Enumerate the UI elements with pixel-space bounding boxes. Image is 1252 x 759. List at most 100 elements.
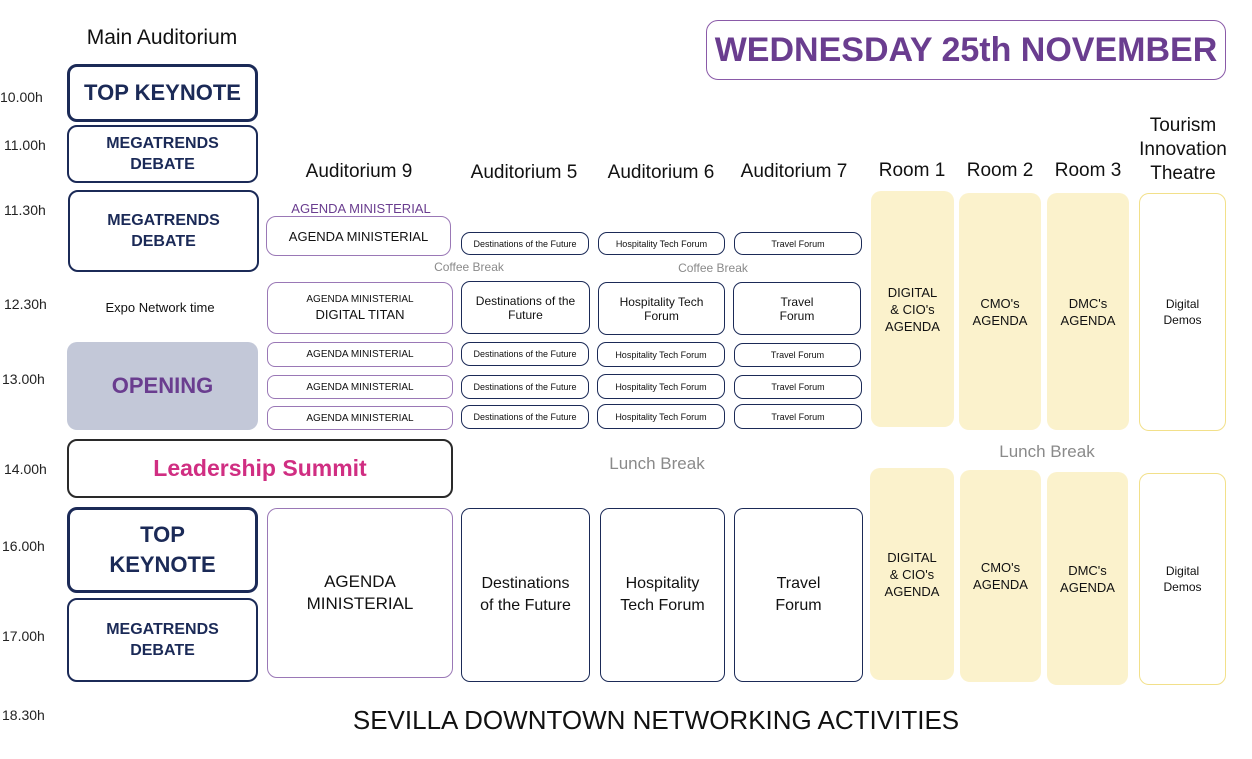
dmc-agenda-label: DMC's AGENDA [1060,295,1116,328]
travel-forum-label: Travel Forum [775,575,822,614]
top-keynote-label: TOP KEYNOTE [109,522,216,577]
hospitality-session[interactable]: Hospitality Tech Forum [597,404,725,429]
room-header-main: Main Auditorium [86,26,238,49]
room-header-tit: Tourism Innovation Theatre [1139,115,1227,184]
megatrends-debate-label: MEGATRENDS DEBATE [106,621,219,659]
hospitality-label: Hospitality Tech Forum [615,381,707,392]
agenda-ministerial-label: AGENDA MINISTERIAL [306,381,414,393]
megatrends-debate-label: MEGATRENDS DEBATE [106,135,219,173]
expo-network-label: Expo Network time [105,299,215,315]
opening-block[interactable]: OPENING [67,342,258,430]
hospitality-session[interactable]: Hospitality Tech Forum [600,508,725,682]
travel-forum-session[interactable]: Travel Forum [734,343,861,367]
digital-demos-session[interactable]: Digital Demos [1139,473,1226,685]
digital-titan-session[interactable]: AGENDA MINISTERIAL DIGITAL TITAN [267,282,453,334]
room-header-room2: Room 2 [966,160,1034,181]
destinations-session[interactable]: Destinations of the Future [461,342,589,366]
digital-cio-session[interactable]: DIGITAL & CIO's AGENDA [870,468,954,680]
opening-label: OPENING [111,373,214,398]
travel-forum-label: Travel Forum [770,350,825,360]
agenda-ministerial-label: AGENDA MINISTERIAL [306,412,414,424]
room-header-aud9: Auditorium 9 [305,161,413,182]
time-label: 10.00h [0,89,43,105]
room-header-aud6: Auditorium 6 [607,162,715,183]
digital-demos-label: Digital Demos [1163,564,1202,594]
agenda-ministerial-label: AGENDA MINISTERIAL [306,294,414,305]
destinations-session[interactable]: Destinations of the Future [461,232,589,255]
lunch-break-label: Lunch Break [999,442,1095,461]
hospitality-session[interactable]: Hospitality Tech Forum [597,374,725,399]
digital-cio-session[interactable]: DIGITAL & CIO's AGENDA [871,191,954,427]
coffee-break-label: Coffee Break [434,260,504,274]
agenda-ministerial-session[interactable]: AGENDA MINISTERIAL [267,508,453,678]
cmo-agenda-label: CMO's AGENDA [972,295,1028,328]
hospitality-session[interactable]: Hospitality Tech Forum [598,232,725,255]
lunch-break-label: Lunch Break [609,454,705,473]
travel-forum-session[interactable]: Travel Forum [734,404,862,429]
travel-forum-session[interactable]: Travel Forum [734,375,862,399]
travel-forum-session[interactable]: Travel Forum [734,232,862,255]
room-header-room3: Room 3 [1054,160,1122,181]
time-label: 18.30h [2,707,45,723]
hospitality-session[interactable]: Hospitality Tech Forum [597,342,725,367]
cmo-agenda-session[interactable]: CMO's AGENDA [960,470,1041,682]
destinations-label: Destinations of the Future [480,575,571,614]
destinations-label: Destinations of the Future [473,412,577,422]
megatrends-debate-label: MEGATRENDS DEBATE [107,212,220,250]
digital-demos-session[interactable]: Digital Demos [1139,193,1226,431]
leadership-summit-label: Leadership Summit [153,455,367,481]
time-label: 11.00h [4,137,46,153]
hospitality-session[interactable]: Hospitality Tech Forum [598,282,725,335]
leadership-summit-block[interactable]: Leadership Summit [67,439,453,498]
cmo-agenda-label: CMO's AGENDA [973,560,1028,592]
footer-networking: SEVILLA DOWNTOWN NETWORKING ACTIVITIES [352,704,960,735]
agenda-ministerial-session[interactable]: AGENDA MINISTERIAL [267,342,453,367]
agenda-ministerial-heading: AGENDA MINISTERIAL [291,200,431,216]
time-label: 14.00h [4,461,47,477]
destinations-session[interactable]: Destinations of the Future [461,281,590,334]
day-title: WEDNESDAY 25th NOVEMBER [714,30,1218,69]
digital-cio-label: DIGITAL & CIO's AGENDA [885,284,940,334]
travel-forum-session[interactable]: Travel Forum [733,282,861,335]
destinations-label: Destinations of the Future [473,349,577,359]
destinations-session[interactable]: Destinations of the Future [461,508,590,682]
cmo-agenda-session[interactable]: CMO's AGENDA [959,193,1041,430]
destinations-session[interactable]: Destinations of the Future [461,375,589,399]
travel-forum-label: Travel Forum [771,411,825,422]
digital-cio-label: DIGITAL & CIO's AGENDA [884,549,940,599]
agenda-ministerial-session[interactable]: AGENDA MINISTERIAL [267,406,453,430]
time-label: 13.00h [2,371,45,387]
destinations-label: Destinations of the Future [473,382,577,392]
destinations-session[interactable]: Destinations of the Future [461,405,589,429]
time-label: 17.00h [2,628,45,644]
time-label: 16.00h [2,538,45,554]
time-label: 11.30h [4,202,46,218]
destinations-label: Destinations of the Future [475,293,576,322]
room-header-room1: Room 1 [878,160,946,181]
hospitality-label: Hospitality Tech Forum [619,294,704,323]
travel-forum-session[interactable]: Travel Forum [734,508,863,682]
travel-forum-label: Travel Forum [771,238,825,249]
dmc-agenda-label: DMC's AGENDA [1060,562,1115,595]
agenda-ministerial-session[interactable]: AGENDA MINISTERIAL [267,375,453,399]
hospitality-label: Hospitality Tech Forum [620,575,705,614]
megatrends-debate-block[interactable]: MEGATRENDS DEBATE [67,598,258,682]
digital-titan-label: DIGITAL TITAN [315,307,405,322]
dmc-agenda-session[interactable]: DMC's AGENDA [1047,193,1129,430]
hospitality-label: Hospitality Tech Forum [615,349,707,360]
agenda-ministerial-label: AGENDA MINISTERIAL [288,228,429,244]
hospitality-label: Hospitality Tech Forum [615,411,707,422]
megatrends-debate-block[interactable]: MEGATRENDS DEBATE [68,190,259,272]
hospitality-label: Hospitality Tech Forum [615,238,708,249]
top-keynote-block[interactable]: TOP KEYNOTE [67,64,258,122]
agenda-ministerial-session[interactable]: AGENDA MINISTERIAL [266,216,451,256]
room-header-aud7: Auditorium 7 [740,161,848,182]
coffee-break-label: Coffee Break [678,261,748,275]
dmc-agenda-session[interactable]: DMC's AGENDA [1047,472,1128,685]
megatrends-debate-block[interactable]: MEGATRENDS DEBATE [67,125,258,183]
destinations-label: Destinations of the Future [473,238,577,249]
agenda-ministerial-label: AGENDA MINISTERIAL [306,349,414,360]
digital-demos-label: Digital Demos [1163,297,1202,327]
top-keynote-block[interactable]: TOP KEYNOTE [67,507,258,593]
day-title-box: WEDNESDAY 25th NOVEMBER [706,20,1226,80]
